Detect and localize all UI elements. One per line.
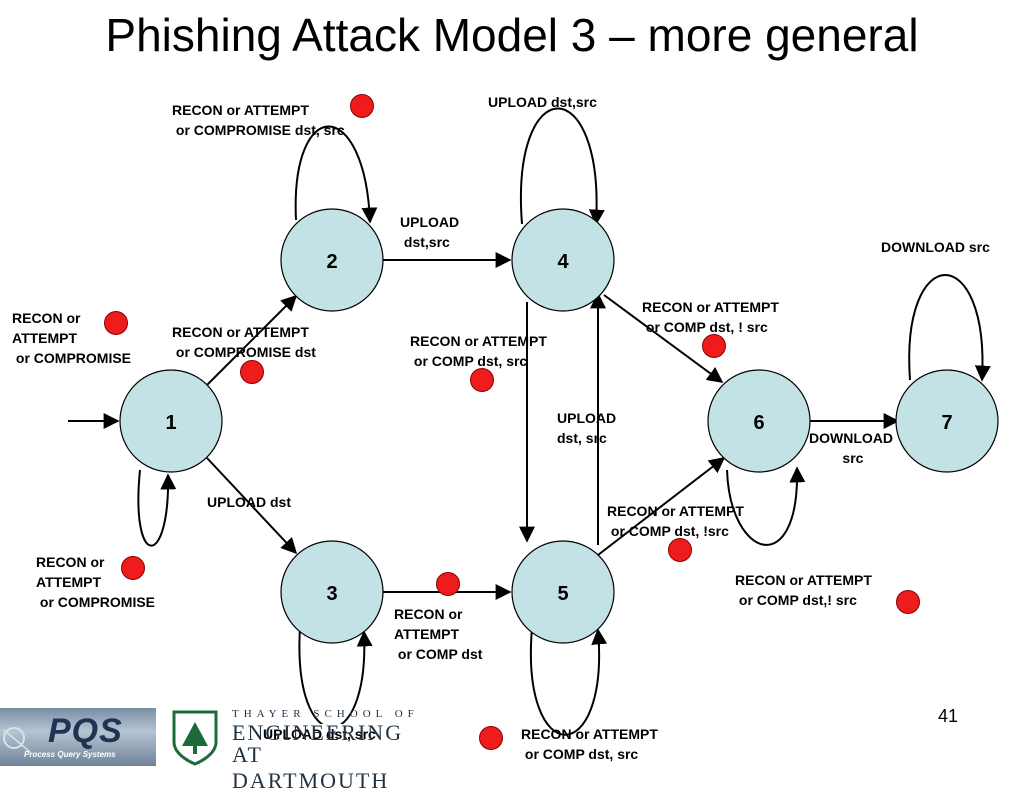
red-dot-marker — [240, 360, 264, 384]
slide-title: Phishing Attack Model 3 – more general — [105, 9, 919, 61]
red-dot-marker — [479, 726, 503, 750]
state-node-2: 2 — [280, 208, 384, 312]
edge-label-3-5: RECON or ATTEMPT or COMP dst — [394, 606, 483, 662]
svg-text:1: 1 — [165, 412, 176, 434]
edge-1-2 — [206, 294, 298, 386]
state-node-6: 6 — [707, 369, 811, 473]
edge-2-2 — [294, 125, 378, 224]
edge-5-6 — [597, 457, 726, 556]
edge-label-5-4: UPLOAD dst, src — [557, 410, 617, 446]
thayer-logo-line2: ENGINEERING — [232, 720, 404, 745]
edge-label-5-6: RECON or ATTEMPT or COMP dst, !src — [607, 503, 744, 539]
state-node-4: 4 — [511, 208, 615, 312]
edge-7-7 — [908, 274, 991, 382]
edge-label-1-3: UPLOAD dst — [207, 494, 291, 510]
edge-4-4 — [519, 107, 605, 226]
red-dot-marker — [350, 94, 374, 118]
thayer-logo-line3: AT DARTMOUTH — [232, 742, 390, 793]
edge-6-6 — [726, 466, 806, 546]
red-dot-marker — [121, 556, 145, 580]
red-dot-marker — [702, 334, 726, 358]
red-dot-marker — [470, 368, 494, 392]
state-node-1: 1 — [119, 369, 223, 473]
state-diagram: 1 2 3 4 5 6 7 — [68, 107, 999, 736]
edge-label-4-6: RECON or ATTEMPT or COMP dst, ! src — [642, 299, 779, 335]
svg-text:6: 6 — [753, 412, 764, 434]
red-dot-marker — [668, 538, 692, 562]
edge-label-3-3: UPLOAD dst, src — [263, 724, 376, 744]
edge-label-1-2: RECON or ATTEMPT or COMPROMISE dst — [172, 324, 316, 360]
red-dot-marker — [896, 590, 920, 614]
svg-text:4: 4 — [557, 251, 569, 273]
edge-1-3 — [206, 457, 298, 555]
edge-5-5 — [529, 627, 608, 736]
state-node-5: 5 — [511, 540, 615, 644]
edge-4-6 — [603, 294, 724, 383]
edge-1-1 — [137, 469, 177, 547]
thayer-school-logo: THAYER SCHOOL OF ENGINEERING AT DARTMOUT… — [170, 708, 420, 793]
pqs-logo-text: PQS — [48, 712, 123, 750]
pqs-logo: PQS Process Query Systems — [0, 708, 156, 766]
svg-text:3: 3 — [326, 583, 337, 605]
state-node-7: 7 — [895, 369, 999, 473]
thayer-logo-line1: THAYER SCHOOL OF — [232, 708, 419, 720]
red-dot-marker — [436, 572, 460, 596]
edge-label-2-2: RECON or ATTEMPT or COMPROMISE dst, src — [172, 102, 345, 138]
page-number: 41 — [938, 706, 959, 726]
state-node-3: 3 — [280, 540, 384, 644]
svg-text:2: 2 — [326, 251, 337, 273]
edge-label-7-7: DOWNLOAD src — [881, 239, 990, 255]
svg-text:7: 7 — [941, 412, 952, 434]
edge-label-1-1-lower: RECON or ATTEMPT or COMPROMISE — [36, 554, 156, 610]
edge-label-5-5: RECON or ATTEMPT or COMP dst, src — [521, 726, 658, 762]
edge-label-4-5: RECON or ATTEMPT or COMP dst, src — [410, 333, 547, 369]
edge-label-4-4: UPLOAD dst,src — [488, 94, 597, 110]
pqs-logo-subtitle: Process Query Systems — [24, 750, 116, 759]
edge-label-1-1: RECON or ATTEMPT or COMPROMISE — [12, 310, 132, 366]
edge-label-6-7: DOWNLOAD src — [809, 430, 893, 466]
svg-text:5: 5 — [557, 583, 568, 605]
edge-label-2-4: UPLOAD dst,src — [400, 214, 460, 250]
red-dot-marker — [104, 311, 128, 335]
edge-label-6-6: RECON or ATTEMPT or COMP dst,! src — [735, 572, 872, 608]
